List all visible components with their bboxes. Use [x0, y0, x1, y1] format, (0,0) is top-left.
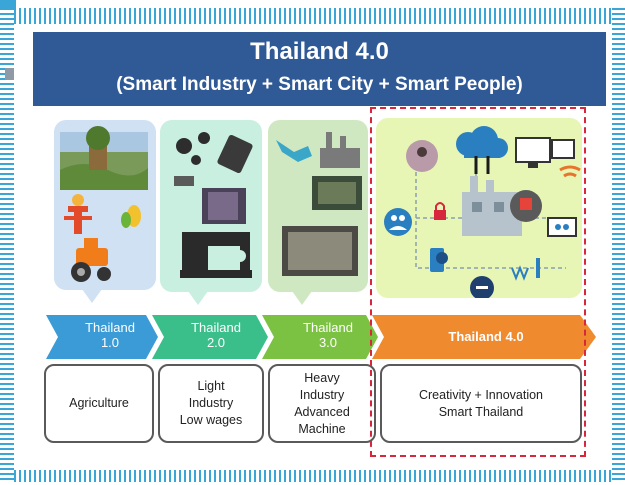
- frame-left-border: [0, 8, 14, 482]
- buttons-icon: [176, 132, 210, 165]
- stage-3-bubble-tail: [292, 291, 312, 305]
- stage-1-arrow: [46, 315, 158, 359]
- cloud-icon: [456, 126, 508, 174]
- people-icon: [384, 208, 412, 236]
- stage-3-description: Heavy Industry Advanced Machine: [268, 364, 376, 443]
- title-bar: Thailand 4.0 (Smart Industry + Smart Cit…: [33, 32, 606, 106]
- stage-2-description: Light Industry Low wages: [158, 364, 264, 443]
- slide-subtitle: (Smart Industry + Smart City + Smart Peo…: [116, 74, 523, 95]
- lock-icon: [434, 202, 446, 220]
- frame-top-border: [14, 8, 620, 24]
- stage-1-label: Thailand 1.0: [85, 320, 135, 350]
- worker-photo-icon: [406, 140, 438, 172]
- plant-icon: [121, 205, 141, 228]
- globe-icon: [470, 276, 494, 300]
- stage-4-description: Creativity + Innovation Smart Thailand: [380, 364, 582, 443]
- wifi-icon: [559, 165, 581, 178]
- stage-4-arrow: [372, 315, 596, 359]
- robot-arm-icon: [276, 140, 312, 162]
- sewing-machine-icon: [180, 232, 252, 278]
- tools-icon: [510, 190, 542, 222]
- thread-spool-icon: [217, 134, 253, 174]
- laptop-icon: [547, 217, 577, 237]
- frame-bottom-border: [14, 470, 620, 482]
- slide-title: Thailand 4.0: [250, 38, 389, 65]
- heavy-industry-illustration: [276, 132, 362, 276]
- stage-1-bubble-tail: [82, 289, 102, 303]
- factory-icon: [320, 132, 360, 168]
- stage-3-label: Thailand 3.0: [303, 320, 353, 350]
- tractor-icon: [71, 238, 111, 282]
- smart-technology-illustration: [384, 126, 581, 300]
- monitor-icon: [515, 137, 575, 168]
- stage-1-illustration: [54, 120, 156, 290]
- side-marker: [5, 68, 14, 80]
- stage-4-label: Thailand 4.0: [448, 329, 524, 344]
- stage-2-bubble-tail: [188, 291, 208, 305]
- stage-3-illustration: [268, 120, 368, 292]
- stage-3-arrow: [262, 315, 378, 359]
- light-industry-illustration: [174, 132, 253, 278]
- stage-1-description: Agriculture: [44, 364, 154, 443]
- frame-right-border: [612, 8, 625, 482]
- thailand-4-highlight-outline: [370, 107, 586, 457]
- stage-2-label: Thailand 2.0: [191, 320, 241, 350]
- www-icon: [511, 258, 540, 281]
- scarecrow-icon: [64, 194, 92, 234]
- stage-2-illustration: [160, 120, 262, 292]
- stage-4-illustration: [376, 118, 582, 300]
- agriculture-illustration: [60, 126, 148, 282]
- smartphone-icon: [430, 248, 448, 272]
- stage-2-arrow: [152, 315, 268, 359]
